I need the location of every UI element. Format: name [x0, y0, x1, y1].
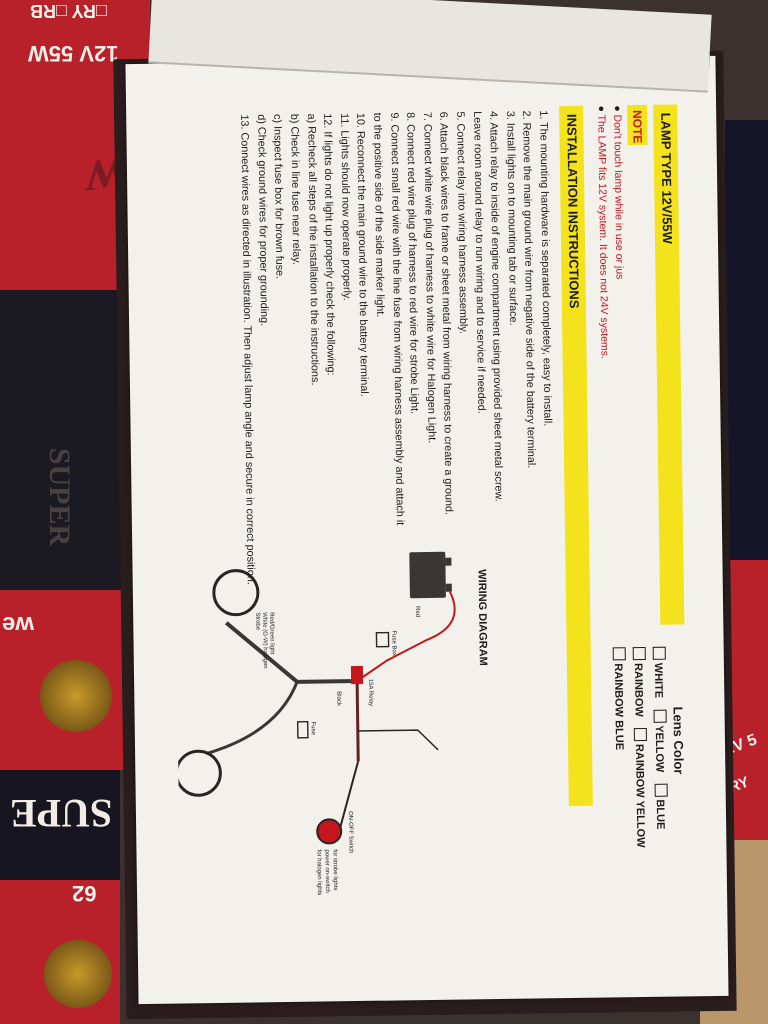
- lens-option-blue[interactable]: BLUE: [654, 783, 669, 829]
- fuse-icon: [296, 720, 309, 739]
- fuse-box-icon: [375, 631, 390, 648]
- battery-icon: [409, 551, 452, 599]
- lamp-type-title: LAMP TYPE 12V/55W: [653, 104, 685, 625]
- background-brand-lower: SUPE: [10, 791, 113, 836]
- background-box-left-dark: [0, 290, 130, 620]
- diagram-label-halogen: White (G-W) halogen: [261, 612, 268, 668]
- note-item: The LAMP fits 12V system. It does not 24…: [595, 105, 610, 359]
- background-brand-mid: SUPER: [43, 447, 77, 547]
- diagram-label-switch: ON-OFF Switch: [347, 811, 354, 853]
- checkbox-icon: [653, 709, 667, 723]
- background-lamp-image-lower: [44, 940, 112, 1008]
- diagram-label-fuse: Fuse: [310, 722, 316, 736]
- diagram-label-relay: 15A Relay: [367, 679, 373, 706]
- diagram-label-switch-note: for halogen lights: [315, 850, 322, 896]
- lens-option-rainbow-blue[interactable]: RAINBOW BLUE: [612, 647, 627, 750]
- diagram-label-switch-note: for strobe lights: [331, 849, 338, 890]
- relay-icon: [350, 665, 364, 685]
- diagram-label-light: Red/Green light: [268, 612, 275, 654]
- diagram-label-red: Red: [414, 606, 420, 617]
- diagram-label-strobe: Strobe: [254, 612, 260, 630]
- wiring-diagram-title: WIRING DIAGRAM: [475, 569, 489, 666]
- checkbox-icon: [633, 727, 647, 741]
- checkbox-icon: [654, 783, 668, 797]
- lens-option-yellow[interactable]: YELLOW: [653, 709, 668, 772]
- installation-section-title: INSTALLATION INSTRUCTIONS: [559, 105, 593, 807]
- background-box-wattage-label: 12V 55W: [28, 41, 119, 66]
- lens-color-panel: Lens Color WHITE YELLOW BLUE RAINBOW RAI…: [606, 646, 689, 947]
- checkbox-icon: [612, 647, 626, 661]
- background-lamp-image-upper: [40, 660, 112, 732]
- lens-option-white[interactable]: WHITE: [652, 646, 667, 698]
- wiring-diagram: 15A Relay Fuse Box Red Black Fuse ON-OFF…: [175, 551, 456, 896]
- lens-option-rainbow[interactable]: RAINBOW: [632, 646, 647, 717]
- background-box-left-lower: [0, 770, 120, 890]
- lamp-icon-left: [212, 569, 260, 617]
- checkbox-icon: [652, 646, 666, 660]
- diagram-label-fuse-box: Fuse Box: [390, 630, 396, 655]
- background-box-number: 62: [72, 881, 97, 906]
- diagram-label-switch-note: power on-switch: [323, 849, 330, 892]
- background-box-checkboxes: □RY □RB: [30, 1, 107, 21]
- note-item: Don't touch lamp while in use or jus: [611, 105, 625, 279]
- lens-color-title: Lens Color: [670, 706, 687, 775]
- background-box-right-dark: [725, 120, 768, 560]
- diagram-label-black: Black: [335, 691, 341, 707]
- lens-option-rainbow-yellow[interactable]: RAINBOW YELLOW: [633, 727, 649, 848]
- card-content: LAMP TYPE 12V/55W NOTE Don't touch lamp …: [151, 86, 703, 973]
- checkbox-icon: [632, 646, 646, 661]
- lamp-icon-right: [175, 749, 222, 797]
- switch-icon: [316, 818, 343, 845]
- note-label: NOTE: [627, 104, 648, 146]
- background-red-word: we: [2, 611, 35, 638]
- instruction-card: LAMP TYPE 12V/55W NOTE Don't touch lamp …: [125, 55, 729, 1005]
